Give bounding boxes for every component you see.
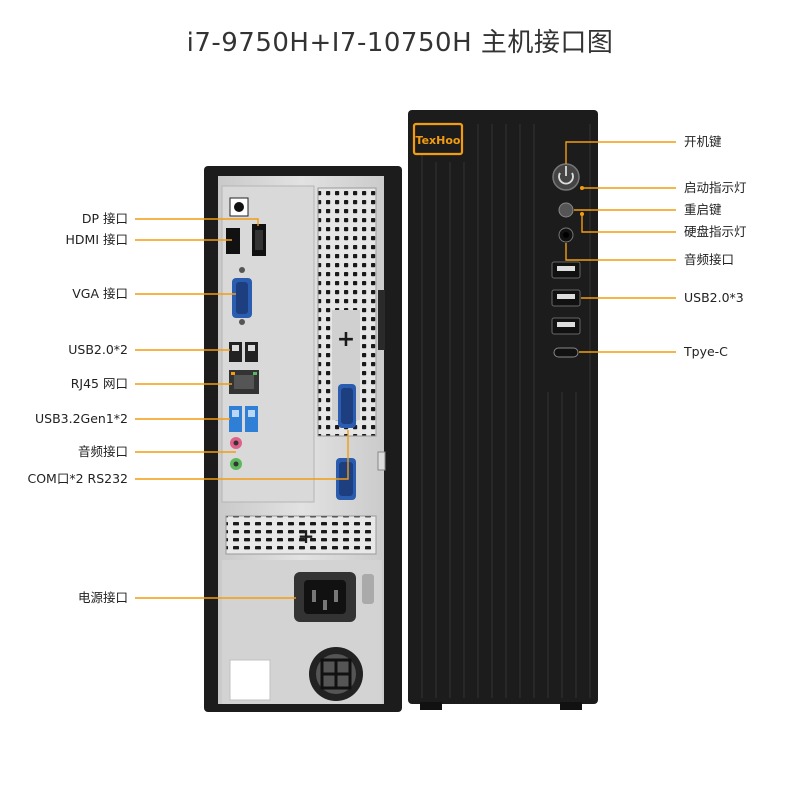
usb3-rear-ports <box>229 406 258 432</box>
label-dp: DP 接口 <box>82 211 128 226</box>
front-case: TexHoo <box>408 110 598 710</box>
front-grille <box>421 124 591 698</box>
label-usb3: USB3.2Gen1*2 <box>35 411 128 426</box>
label-vga: VGA 接口 <box>72 286 128 301</box>
label-typec: Tpye-C <box>683 344 728 359</box>
label-com: COM口*2 RS232 <box>27 471 128 486</box>
brand-badge <box>412 122 464 156</box>
reset-button <box>558 202 574 218</box>
page-title: i7-9750H+I7-10750H 主机接口图 <box>186 28 614 58</box>
front-foot-left <box>420 702 442 710</box>
front-case-shell <box>408 110 598 704</box>
label-hdmi: HDMI 接口 <box>66 232 128 247</box>
front-usb-ports <box>551 261 581 335</box>
usb2-rear-ports <box>229 342 258 362</box>
label-usb2: USB2.0*2 <box>68 342 128 357</box>
brand-logo-text: TexHoo <box>416 134 461 147</box>
psu-clip <box>362 574 374 604</box>
cross-mark-lower: + <box>298 524 315 548</box>
front-foot-right <box>560 702 582 710</box>
rj45-port <box>229 370 259 394</box>
power-socket <box>294 572 356 622</box>
hdmi-port <box>226 224 266 256</box>
label-reset: 重启键 <box>684 202 722 217</box>
label-power: 电源接口 <box>78 590 128 605</box>
psu-fan <box>309 647 363 701</box>
label-audio-front: 音频接口 <box>684 252 734 267</box>
psu-label <box>229 659 271 701</box>
label-power-led: 启动指示灯 <box>684 180 747 195</box>
power-button-icon <box>552 163 580 191</box>
vga-port <box>232 267 252 325</box>
lower-slot-cover <box>225 515 377 555</box>
cross-mark: + <box>337 327 355 352</box>
rear-callouts: DP 接口 HDMI 接口 VGA 接口 USB2.0*2 RJ45 网口 US… <box>27 211 349 605</box>
audio-rear-ports <box>230 437 242 470</box>
label-hdd-led: 硬盘指示灯 <box>684 224 747 239</box>
typec-port <box>553 347 579 358</box>
side-rail <box>378 290 385 350</box>
label-rj45: RJ45 网口 <box>71 376 128 391</box>
label-audio-rear: 音频接口 <box>78 444 128 459</box>
rail-clip <box>377 451 386 471</box>
rear-case: + <box>204 166 402 712</box>
dp-port <box>229 197 249 217</box>
front-callouts: 开机键 启动指示灯 重启键 硬盘指示灯 音频接口 USB2.0*3 Tpye-C <box>565 134 747 359</box>
label-power-button: 开机键 <box>684 134 722 149</box>
label-usb-front: USB2.0*3 <box>684 290 744 305</box>
